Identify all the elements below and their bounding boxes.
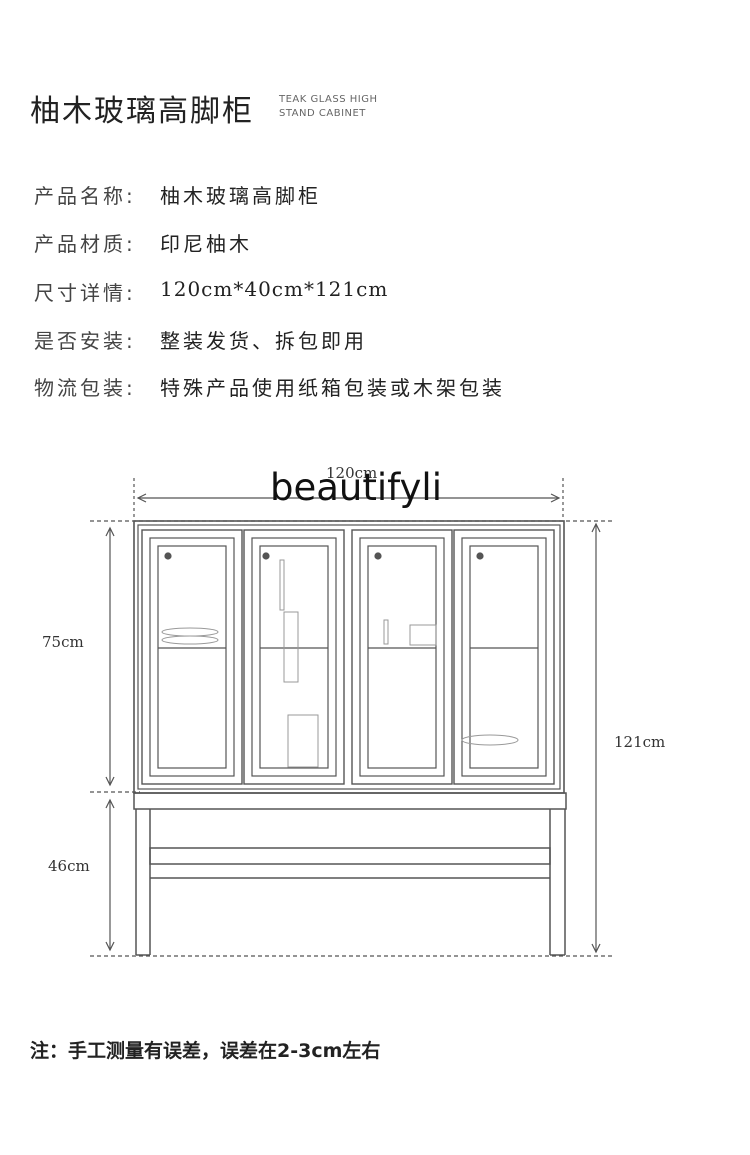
- arrow-right-icon: [550, 493, 561, 503]
- spec-row-size: 尺寸详情: 120cm*40cm*121cm: [34, 277, 387, 306]
- knob-icon: [262, 552, 270, 560]
- watermark: beautifyli: [270, 466, 442, 509]
- measurement-note: 注：手工测量有误差，误差在2-3cm左右: [30, 1040, 381, 1062]
- knob-icon: [164, 552, 172, 560]
- arrow-down-icon: [105, 776, 115, 787]
- spec-value: 印尼柚木: [160, 232, 252, 256]
- spec-label: 产品材质:: [34, 232, 136, 256]
- width-label: 120cm: [326, 464, 378, 482]
- spec-label: 物流包装:: [34, 376, 136, 400]
- total-height-label: 121cm: [614, 733, 666, 751]
- spec-value: 整装发货、拆包即用: [160, 329, 367, 353]
- cabinet-body: [133, 520, 565, 794]
- upper-height-label: 75cm: [42, 633, 84, 651]
- cabinet-inner-frame: [137, 524, 561, 790]
- product-title: 柚木玻璃高脚柜: [30, 94, 254, 129]
- knob-icon: [476, 552, 484, 560]
- title-en-line1: TEAK GLASS HIGH: [279, 94, 378, 105]
- spec-row-packaging: 物流包装: 特殊产品使用纸箱包装或木架包装: [34, 372, 502, 401]
- arrow-up-icon: [591, 522, 601, 533]
- knob-icon: [374, 552, 382, 560]
- spec-row-name: 产品名称: 柚木玻璃高脚柜: [34, 180, 318, 209]
- arrow-left-icon: [136, 493, 147, 503]
- arrow-down-icon: [105, 941, 115, 952]
- spec-value: 特殊产品使用纸箱包装或木架包装: [160, 376, 505, 400]
- arrow-up-icon: [105, 526, 115, 537]
- spec-label: 尺寸详情:: [34, 281, 136, 305]
- arrow-down-icon: [591, 943, 601, 954]
- spec-value: 120cm*40cm*121cm: [160, 277, 389, 301]
- arrow-up-icon: [105, 798, 115, 809]
- spec-row-install: 是否安装: 整装发货、拆包即用: [34, 325, 364, 354]
- cabinet-doors: [141, 529, 555, 785]
- lower-height-label: 46cm: [48, 857, 90, 875]
- spec-row-material: 产品材质: 印尼柚木: [34, 228, 249, 257]
- spec-value: 柚木玻璃高脚柜: [160, 184, 321, 208]
- title-en-line2: STAND CABINET: [279, 108, 366, 119]
- spec-label: 是否安装:: [34, 329, 136, 353]
- product-title-english: TEAK GLASS HIGH STAND CABINET: [279, 93, 378, 121]
- cabinet-base: [133, 792, 567, 956]
- shelf-items: [161, 559, 519, 768]
- spec-label: 产品名称:: [34, 184, 136, 208]
